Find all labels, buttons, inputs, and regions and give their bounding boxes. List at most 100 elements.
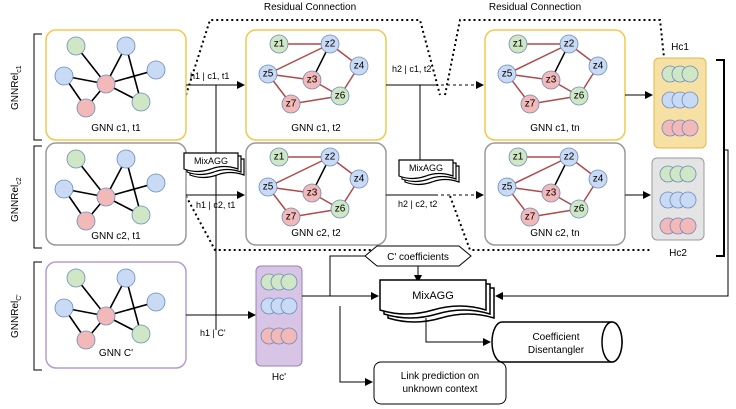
embedding-circle (280, 273, 298, 291)
graph-edge (506, 156, 570, 188)
edge-label-h1-c: h1 | C' (200, 328, 226, 338)
graph-node (541, 70, 561, 90)
node-label: z2 (325, 39, 336, 50)
node-label: z7 (525, 212, 536, 223)
graph-node (520, 94, 540, 114)
bracket-c2 (33, 145, 42, 249)
graph-node (320, 34, 340, 54)
node-label: z3 (546, 188, 557, 199)
edge-label-h2-c2: h2 | c2, t2 (398, 199, 437, 209)
embedding-circle (280, 297, 298, 315)
graph-node (66, 268, 86, 288)
graph-node (569, 199, 589, 219)
arrow-to-link-prediction (339, 306, 373, 386)
graph-edge (506, 43, 570, 75)
graph-node (281, 207, 301, 227)
arrow-to-disentangler (425, 318, 491, 346)
coefficients-hexagon (364, 245, 472, 267)
graph-node (54, 298, 74, 318)
graph-node (54, 66, 74, 86)
graph-node (116, 36, 136, 56)
graph-node (497, 64, 517, 84)
graph-node (66, 36, 86, 56)
row-label-c1: GNNRelc1 (10, 65, 23, 110)
graph-node (281, 94, 301, 114)
output-bracket (716, 59, 725, 257)
edge-label-h2-c1: h2 | c1, t2 (392, 64, 431, 74)
hc2-label: Hc2 (669, 248, 687, 259)
hc-embeddings (260, 273, 298, 345)
mixagg-small-2-label: MixAGG (409, 163, 443, 173)
bracket-c (33, 261, 42, 371)
node-label: z1 (513, 152, 524, 163)
graph-node (76, 98, 96, 118)
graph-edge (267, 43, 331, 75)
graph-node (76, 211, 96, 231)
disentangler-line-2: Disentangler (528, 345, 585, 356)
hc2-embeddings (659, 165, 697, 235)
mixagg-small-1-label: MixAGG (194, 156, 228, 166)
graph-node (330, 86, 350, 106)
gnn-caption-c1-t1: GNN c1, t1 (91, 123, 141, 134)
node-label: z5 (502, 182, 513, 193)
graph-node (96, 306, 116, 326)
node-label: z2 (325, 152, 336, 163)
node-label: z1 (274, 152, 285, 163)
gnn-caption-c1-t2: GNN c1, t2 (291, 123, 341, 134)
mixagg-main: MixAGG (379, 279, 495, 323)
gnn-caption-c2-t2: GNN c2, t2 (291, 228, 341, 239)
row-label-c2: GNNRelc2 (10, 177, 23, 222)
arrow-to-mixagg (495, 149, 729, 300)
node-label: z6 (574, 91, 585, 102)
disentangler-line-1: Coefficient (532, 332, 579, 343)
link-prediction-line-1: Link prediction on (401, 371, 479, 382)
graph-edge (125, 45, 142, 103)
graph-node (116, 268, 136, 288)
graph-node (508, 34, 528, 54)
embedding-circle (681, 91, 699, 109)
node-label: z6 (335, 204, 346, 215)
node-label: z3 (307, 75, 318, 86)
graph-node (349, 169, 369, 189)
graph-node (302, 70, 322, 90)
node-label: z5 (502, 69, 513, 80)
graph-node (559, 34, 579, 54)
edge-label-h1-c1: h1 | c1, t1 (190, 71, 229, 81)
node-label: z2 (564, 39, 575, 50)
embedding-circle (681, 119, 699, 137)
node-label: z3 (546, 75, 557, 86)
residual-connection-arc-2 (444, 19, 669, 96)
hc1-embeddings (661, 65, 699, 137)
node-label: z4 (593, 61, 604, 72)
graph-node (588, 169, 608, 189)
graph-node (349, 56, 369, 76)
node-label: z6 (335, 91, 346, 102)
node-label: z6 (574, 204, 585, 215)
hc1-label: Hc1 (671, 42, 689, 53)
gnn-caption-c2-tn: GNN c2, tn (530, 228, 579, 239)
graph-c1-t1 (54, 36, 166, 118)
graph-node (258, 177, 278, 197)
residual-label-2: Residual Connection (489, 2, 581, 13)
graph-node (131, 324, 151, 344)
graph-node (131, 205, 151, 225)
graph-edge (125, 277, 142, 335)
mixagg-small-1: MixAGG (183, 152, 245, 179)
graph-node (96, 74, 116, 94)
graph-node (116, 149, 136, 169)
graph-node (66, 149, 86, 169)
node-label: z1 (274, 39, 285, 50)
node-label: z3 (307, 188, 318, 199)
mixagg-small-2: MixAGG (398, 159, 460, 186)
residual-label-1: Residual Connection (264, 2, 356, 13)
mixagg-main-label: MixAGG (412, 290, 454, 302)
graph-node (320, 147, 340, 167)
